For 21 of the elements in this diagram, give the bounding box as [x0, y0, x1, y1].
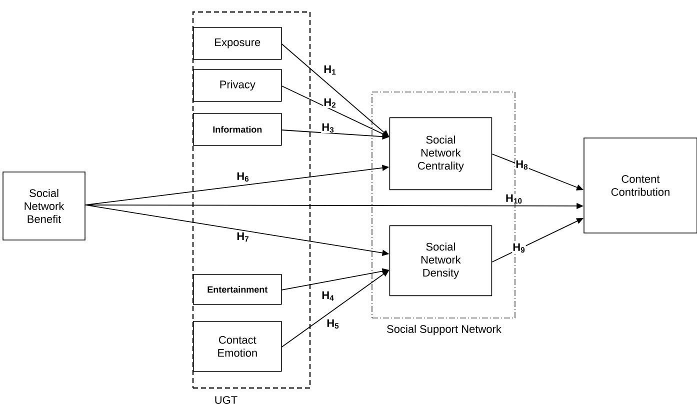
concept-box: Contact Emotion	[193, 320, 282, 372]
edge-label: H$_{2}$	[323, 98, 337, 108]
concept-box: Privacy	[193, 69, 282, 102]
edge-label: H$_{8}$	[515, 160, 529, 170]
group-label: UGT	[215, 396, 238, 404]
concept-box: Content Contribution	[584, 138, 697, 234]
concept-box: Social Network Density	[389, 225, 492, 296]
edge-label: H$_{6}$	[236, 172, 250, 182]
edge-label: H$_{5}$	[326, 318, 340, 330]
edge-label: H$_{4}$	[321, 290, 335, 302]
concept-box: Exposure	[193, 27, 282, 60]
edge-label: H$_{3}$	[321, 122, 335, 134]
concept-box: Social Network Benefit	[2, 172, 86, 240]
concept-box: Social Network Centrality	[389, 117, 492, 190]
concept-box: Entertainment	[193, 274, 282, 305]
edge-label: H$_{10}$	[505, 194, 523, 204]
edge-label: H$_{7}$	[236, 232, 250, 242]
edge-label: H$_{1}$	[323, 64, 337, 76]
group-label: Social Support Network	[387, 324, 502, 336]
concept-box: Information	[193, 113, 282, 146]
edge-label: H$_{9}$	[512, 242, 526, 254]
